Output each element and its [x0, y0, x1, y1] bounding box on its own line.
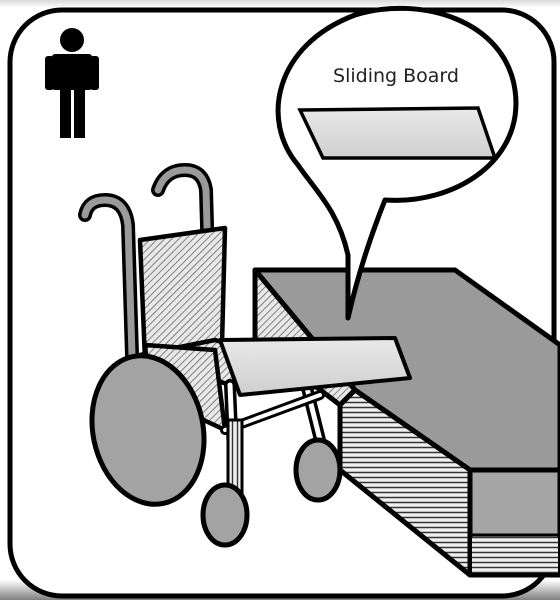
sliding-board-detail-icon	[300, 108, 495, 158]
callout-label: Sliding Board	[333, 65, 459, 87]
